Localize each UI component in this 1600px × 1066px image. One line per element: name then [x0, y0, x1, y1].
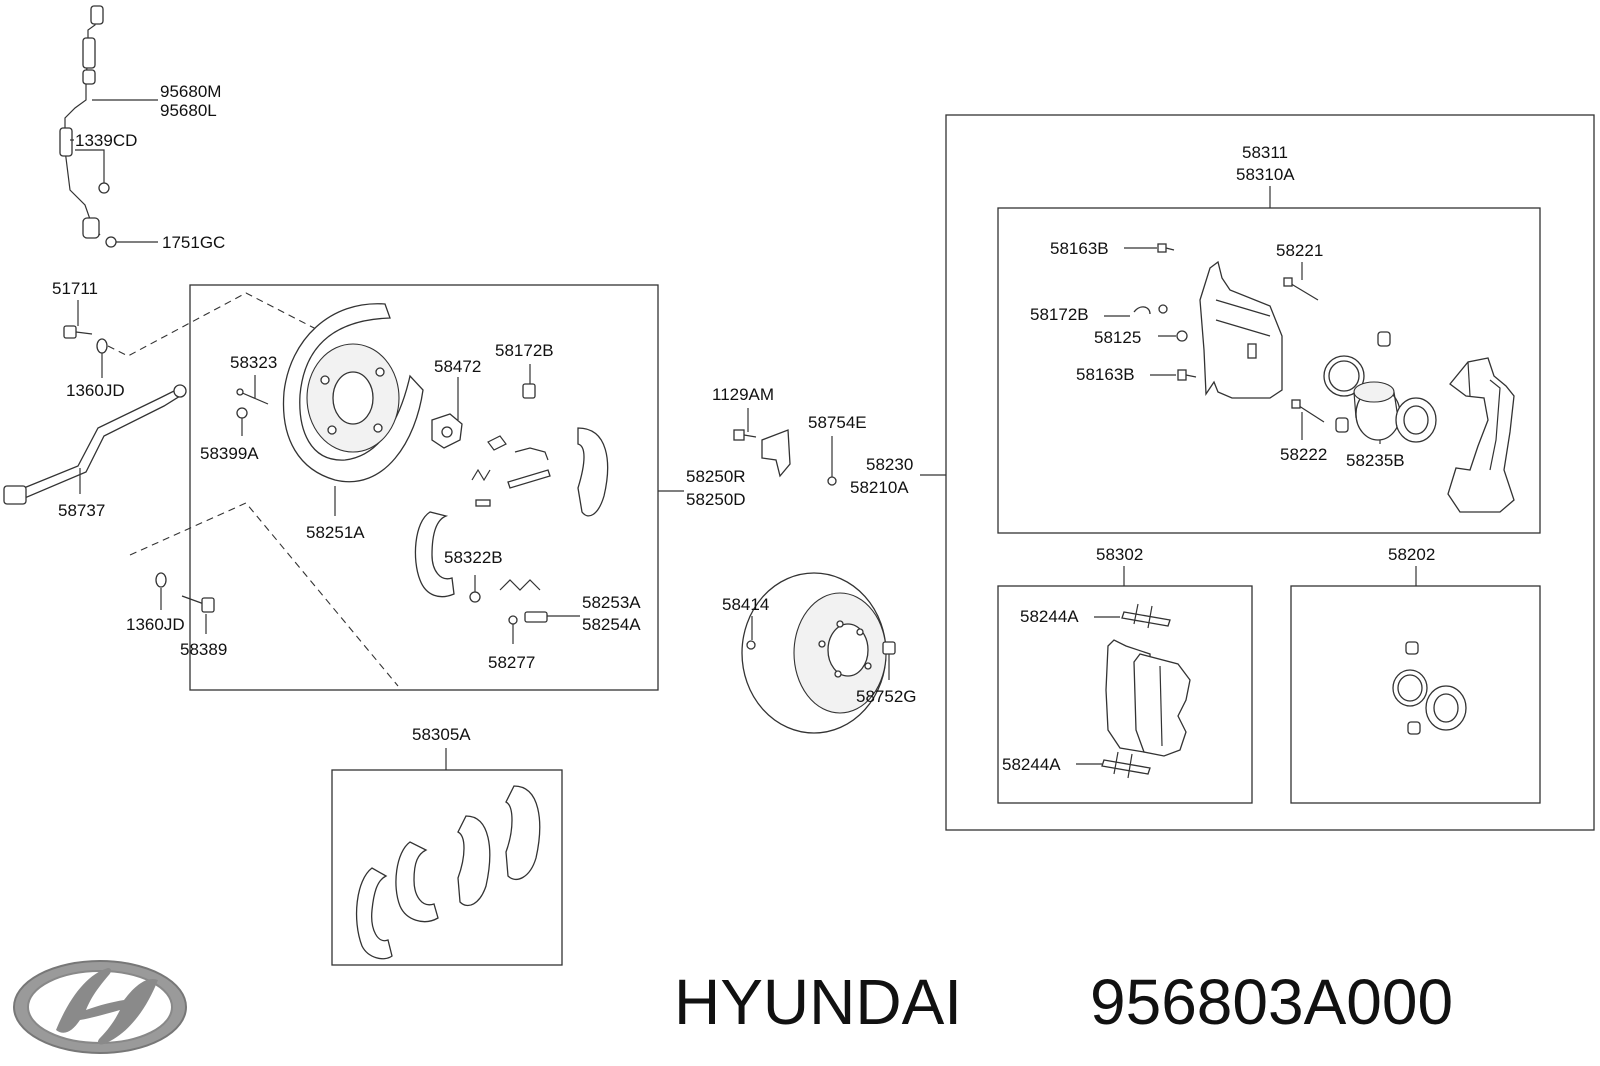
bleeder-58125-a	[1158, 304, 1168, 314]
callout-58305a: 58305A	[412, 725, 471, 744]
part-number: 956803A000	[1090, 966, 1453, 1038]
callout-58230: 58230	[866, 455, 913, 474]
pin-58323	[236, 388, 269, 405]
bolt-58389	[181, 595, 215, 613]
brake-tube-58737	[3, 384, 187, 505]
bolt-58163b-top	[1157, 243, 1175, 253]
shoe-kit-parts	[355, 785, 541, 960]
hyundai-logo-icon	[13, 960, 187, 1054]
piston-58235b	[1353, 381, 1401, 441]
callout-1339cd: 1339CD	[75, 131, 137, 150]
backing-plate-58251a	[282, 303, 424, 483]
callout-95680l: 95680L	[160, 101, 217, 120]
pad-kit-box	[997, 585, 1253, 804]
callout-1129am: 1129AM	[712, 385, 774, 404]
adjuster-58472	[431, 413, 463, 449]
callout-58302: 58302	[1096, 545, 1143, 564]
callout-58254a: 58254A	[582, 615, 641, 634]
rear-shoe-kit-box	[331, 769, 563, 966]
rear-brake-shoe-left	[414, 511, 455, 598]
callout-58163b-bottom: 58163B	[1076, 365, 1135, 384]
washer-1360jd-top	[96, 338, 108, 354]
caliper-bracket	[1199, 260, 1283, 399]
callout-58311: 58311	[1242, 143, 1288, 162]
callout-58210a: 58210A	[850, 478, 909, 497]
callout-58251a: 58251A	[306, 523, 365, 542]
callout-58250r: 58250R	[686, 467, 746, 486]
callout-58472: 58472	[434, 357, 481, 376]
wheel-cylinder-58253a	[508, 611, 548, 625]
callout-58250d: 58250D	[686, 490, 746, 509]
callout-1751gc: 1751GC	[162, 233, 225, 252]
bolt-51711	[63, 325, 93, 339]
clip-58172b-front	[1133, 306, 1151, 315]
front-brake-group-box	[945, 114, 1595, 831]
bolt-1129am	[733, 429, 757, 441]
callout-58277: 58277	[488, 653, 535, 672]
bolt-58163b-bottom	[1177, 369, 1197, 381]
boot-58221	[1377, 331, 1391, 347]
seal-kit-box	[1290, 585, 1541, 804]
callout-51711: 51711	[52, 279, 98, 298]
washer-1360jd-bottom	[155, 572, 167, 588]
boot-58222	[1335, 417, 1349, 433]
callout-58754e: 58754E	[808, 413, 867, 432]
dust-boot-58235b	[1395, 397, 1437, 443]
screw-58414	[746, 640, 756, 650]
springs-58322b	[469, 579, 541, 603]
callout-58322b: 58322B	[444, 548, 503, 567]
callout-58244a-bottom: 58244A	[1002, 755, 1061, 774]
callout-58235b: 58235B	[1346, 451, 1405, 470]
callout-95680m: 95680M	[160, 82, 221, 101]
rear-springs-and-struts	[471, 435, 551, 507]
callout-58323: 58323	[230, 353, 277, 372]
callout-58310a: 58310A	[1236, 165, 1295, 184]
brand-name: HYUNDAI	[674, 966, 962, 1038]
pad-clip-58244a-bottom	[1101, 751, 1151, 779]
callout-58737: 58737	[58, 501, 105, 520]
clip-58172b-rear	[522, 383, 536, 399]
pad-clip-58244a-top	[1121, 603, 1171, 629]
callout-58244a-top: 58244A	[1020, 607, 1079, 626]
callout-58389: 58389	[180, 640, 227, 659]
rear-brake-shoe-right	[577, 427, 609, 517]
callout-58163b-top: 58163B	[1050, 239, 1109, 258]
caliper-box	[997, 207, 1541, 534]
nut-58752g	[882, 641, 896, 655]
piston-seal-58235b	[1323, 355, 1365, 397]
callout-58172b-rear: 58172B	[495, 341, 554, 360]
guide-pin-58222	[1291, 399, 1325, 423]
brake-disc-58414	[741, 572, 887, 734]
rear-brake-group-box	[189, 284, 659, 691]
callout-58222: 58222	[1280, 445, 1327, 464]
callout-58221: 58221	[1276, 241, 1323, 260]
brake-pads	[1105, 639, 1191, 757]
nut-58399a	[236, 407, 248, 419]
brake-hose-assembly	[59, 5, 117, 248]
caliper-housing	[1447, 357, 1515, 513]
callout-58125: 58125	[1094, 328, 1141, 347]
guide-pin-58221	[1283, 277, 1319, 301]
callout-1360jd-bottom: 1360JD	[126, 615, 185, 634]
bracket-1129am	[761, 429, 791, 478]
callout-1360jd-top: 1360JD	[66, 381, 125, 400]
callout-58752g: 58752G	[856, 687, 917, 706]
seal-kit-parts	[1392, 641, 1467, 735]
callout-58172b-front: 58172B	[1030, 305, 1089, 324]
nut-58125	[1176, 330, 1188, 342]
callout-58414: 58414	[722, 595, 769, 614]
callout-58202: 58202	[1388, 545, 1435, 564]
nut-58754e	[827, 476, 837, 486]
callout-58399a: 58399A	[200, 444, 259, 463]
callout-58253a: 58253A	[582, 593, 641, 612]
